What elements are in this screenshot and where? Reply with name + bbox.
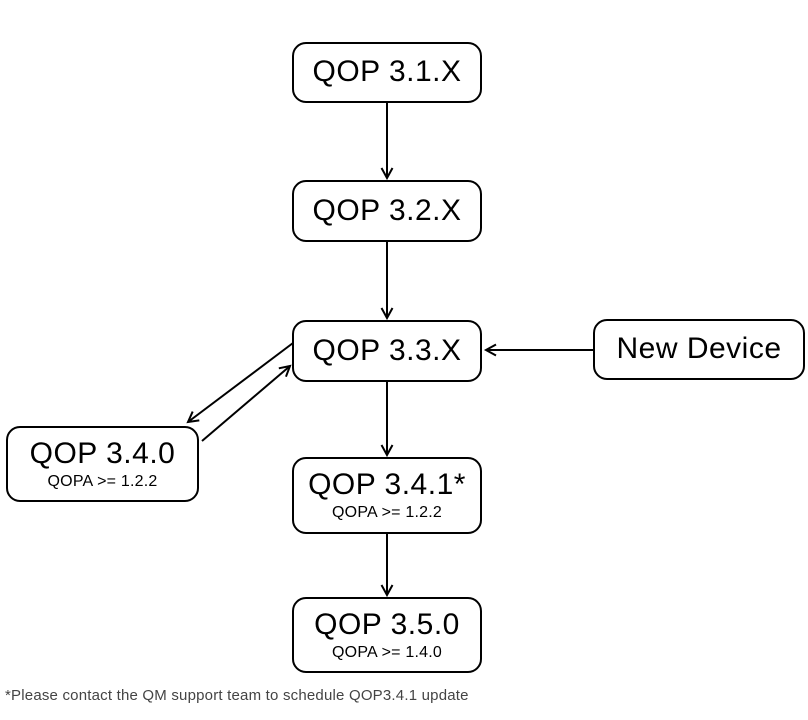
footnote-text: *Please contact the QM support team to s… <box>5 687 469 704</box>
arrow-qop33x-to-qop340 <box>186 342 294 424</box>
node-title: New Device <box>616 332 782 366</box>
node-qop-3-3-x: QOP 3.3.X <box>292 320 482 382</box>
node-subtitle: QOPA >= 1.2.2 <box>47 472 158 490</box>
node-title: QOP 3.4.1* <box>308 468 466 501</box>
node-title: QOP 3.5.0 <box>314 607 460 641</box>
node-qop-3-4-0: QOP 3.4.0 QOPA >= 1.2.2 <box>6 426 199 502</box>
node-title: QOP 3.4.0 <box>29 436 176 470</box>
node-title: QOP 3.1.X <box>312 55 462 89</box>
node-qop-3-2-x: QOP 3.2.X <box>292 180 482 242</box>
node-subtitle: QOPA >= 1.2.2 <box>332 504 442 522</box>
node-qop-3-4-1: QOP 3.4.1* QOPA >= 1.2.2 <box>292 457 482 534</box>
node-qop-3-5-0: QOP 3.5.0 QOPA >= 1.4.0 <box>292 597 482 673</box>
arrow-qop340-to-qop33x <box>201 364 292 442</box>
node-title: QOP 3.3.X <box>312 333 462 367</box>
node-subtitle: QOPA >= 1.4.0 <box>332 643 442 661</box>
node-title: QOP 3.2.X <box>312 193 462 227</box>
node-new-device: New Device <box>593 319 805 380</box>
node-qop-3-1-x: QOP 3.1.X <box>292 42 482 103</box>
